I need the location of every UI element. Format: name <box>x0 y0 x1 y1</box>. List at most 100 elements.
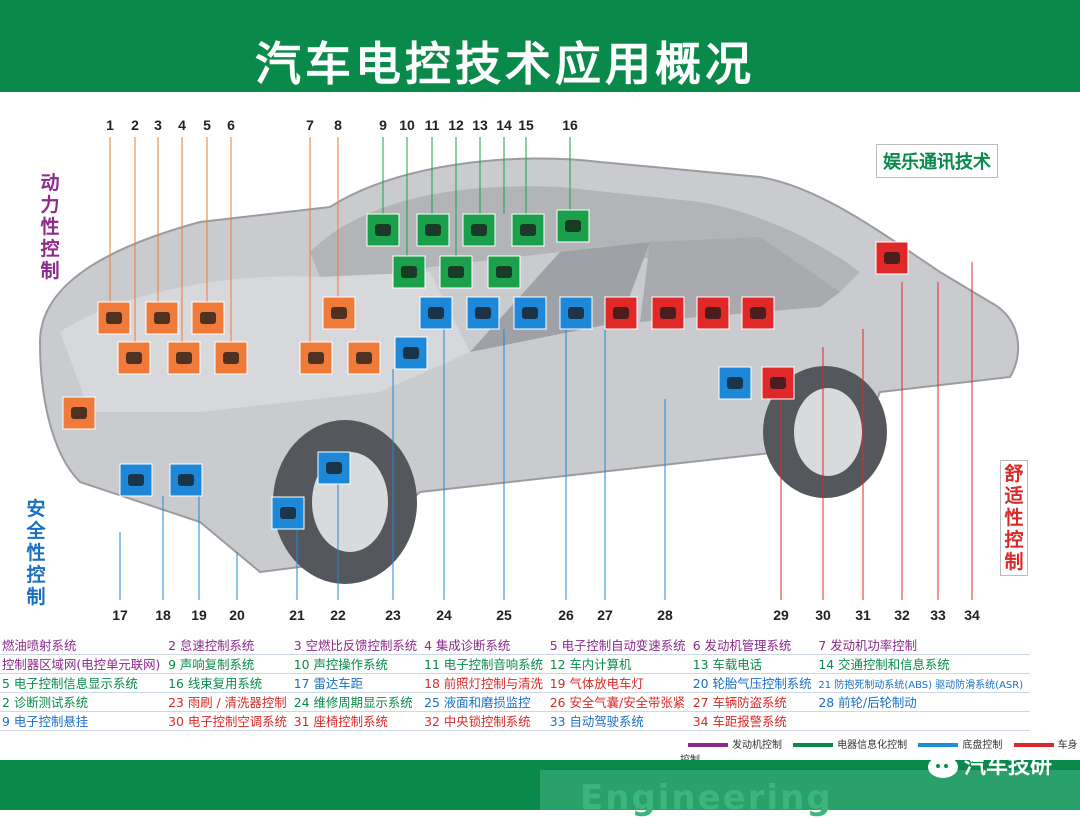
system-glyph-icon <box>770 377 786 389</box>
footer-text: Engineering <box>580 778 833 818</box>
system-glyph-icon <box>727 377 743 389</box>
legend-key-power: 发动机控制 <box>732 740 782 751</box>
bottom-number-label: 32 <box>894 607 910 623</box>
system-glyph-icon <box>280 507 296 519</box>
legend-cell: 21 防抱死制动系统(ABS) 驱动防滑系统(ASR) <box>816 673 1030 693</box>
legend-cell: 24 维修周期显示系统 <box>291 692 423 712</box>
legend-cell: 2 诊断测试系统 <box>0 692 167 712</box>
legend-cell: 27 车辆防盗系统 <box>690 692 817 712</box>
legend-cell: 7 发动机功率控制 <box>816 636 1030 655</box>
legend-cell: 34 车距报警系统 <box>690 711 817 731</box>
system-glyph-icon <box>705 307 721 319</box>
system-glyph-icon <box>520 224 536 236</box>
bottom-number-label: 28 <box>657 607 673 623</box>
legend-key-body-swatch <box>1013 743 1054 747</box>
system-glyph-icon <box>71 407 87 419</box>
system-icon-box <box>875 241 909 275</box>
system-glyph-icon <box>428 307 444 319</box>
top-number-label: 6 <box>227 117 235 133</box>
legend-cell: 9 电子控制悬挂 <box>0 711 167 731</box>
system-glyph-icon <box>128 474 144 486</box>
legend-cell: 燃油喷射系统 <box>0 636 167 655</box>
legend-cell: 25 液面和磨损监控 <box>422 692 548 712</box>
category-power: 动力性控制 <box>40 172 60 282</box>
bottom-number-label: 29 <box>773 607 789 623</box>
legend-cell: 5 电子控制信息显示系统 <box>0 673 167 693</box>
top-number-label: 2 <box>131 117 139 133</box>
bottom-number-label: 19 <box>191 607 207 623</box>
wechat-icon <box>927 756 958 778</box>
legend-cell: 32 中央锁控制系统 <box>422 711 548 731</box>
bottom-number-label: 20 <box>229 607 245 623</box>
legend-cell: 30 电子控制空调系统 <box>166 711 292 731</box>
bottom-number-label: 30 <box>815 607 831 623</box>
top-number-label: 16 <box>562 117 578 133</box>
system-glyph-icon <box>660 307 676 319</box>
footer-light-band <box>540 770 1080 810</box>
system-glyph-icon <box>613 307 629 319</box>
legend-cell: 6 发动机管理系统 <box>690 636 817 655</box>
system-icon-box <box>167 341 201 375</box>
system-glyph-icon <box>471 224 487 236</box>
legend-key-electrical-swatch <box>793 743 834 747</box>
system-glyph-icon <box>106 312 122 324</box>
system-glyph-icon <box>223 352 239 364</box>
legend-cell: 3 空燃比反馈控制系统 <box>291 636 423 655</box>
system-glyph-icon <box>375 224 391 236</box>
top-number-label: 11 <box>425 117 440 133</box>
top-number-label: 14 <box>496 117 512 133</box>
bottom-number-label: 18 <box>155 607 171 623</box>
legend-key-chassis: 底盘控制 <box>962 740 1003 751</box>
legend-cell: 5 电子控制自动变速系统 <box>547 636 691 655</box>
system-glyph-icon <box>178 474 194 486</box>
bottom-number-label: 17 <box>112 607 128 623</box>
bottom-number-label: 27 <box>597 607 613 623</box>
top-number-label: 12 <box>448 117 464 133</box>
category-comfort: 舒适性控制 <box>1000 460 1028 576</box>
legend-cell: 16 线束复用系统 <box>166 673 292 693</box>
header: 汽车电控技术应用概况 <box>0 0 1080 92</box>
callout-lines <box>109 137 973 600</box>
legend-cell: 控制器区域网(电控单元联网) <box>0 654 167 674</box>
system-glyph-icon <box>308 352 324 364</box>
legend-cell: 4 集成诊断系统 <box>422 636 548 655</box>
system-glyph-icon <box>568 307 584 319</box>
category-safety: 安全性控制 <box>26 498 46 608</box>
system-glyph-icon <box>884 252 900 264</box>
legend-cell: 31 座椅控制系统 <box>291 711 423 731</box>
footer-band: Engineering <box>0 760 1080 818</box>
legend-cell: 11 电子控制音响系统 <box>422 654 548 674</box>
top-number-label: 1 <box>106 117 114 133</box>
legend-cell: 9 声响复制系统 <box>166 654 292 674</box>
system-glyph-icon <box>425 224 441 236</box>
legend-cell: 26 安全气囊/安全带张紧 <box>547 692 691 712</box>
top-number-label: 13 <box>472 117 488 133</box>
legend-cell: 2 怠速控制系统 <box>166 636 292 655</box>
legend-cell: 10 声控操作系统 <box>291 654 423 674</box>
watermark-text: 汽车技研 <box>963 754 1052 779</box>
legend-cell: 19 气体放电车灯 <box>547 673 691 693</box>
system-glyph-icon <box>750 307 766 319</box>
top-number-label: 5 <box>203 117 211 133</box>
top-number-label: 9 <box>379 117 387 133</box>
top-number-label: 4 <box>178 117 186 133</box>
bottom-number-label: 25 <box>496 607 512 623</box>
top-number-label: 15 <box>518 117 534 133</box>
watermark: 汽车技研 <box>927 748 1052 780</box>
system-glyph-icon <box>126 352 142 364</box>
bottom-number-label: 26 <box>558 607 574 623</box>
system-glyph-icon <box>326 462 342 474</box>
system-icon-box <box>119 463 153 497</box>
top-number-label: 10 <box>399 117 415 133</box>
top-number-label: 7 <box>306 117 314 133</box>
bottom-number-label: 21 <box>289 607 305 623</box>
